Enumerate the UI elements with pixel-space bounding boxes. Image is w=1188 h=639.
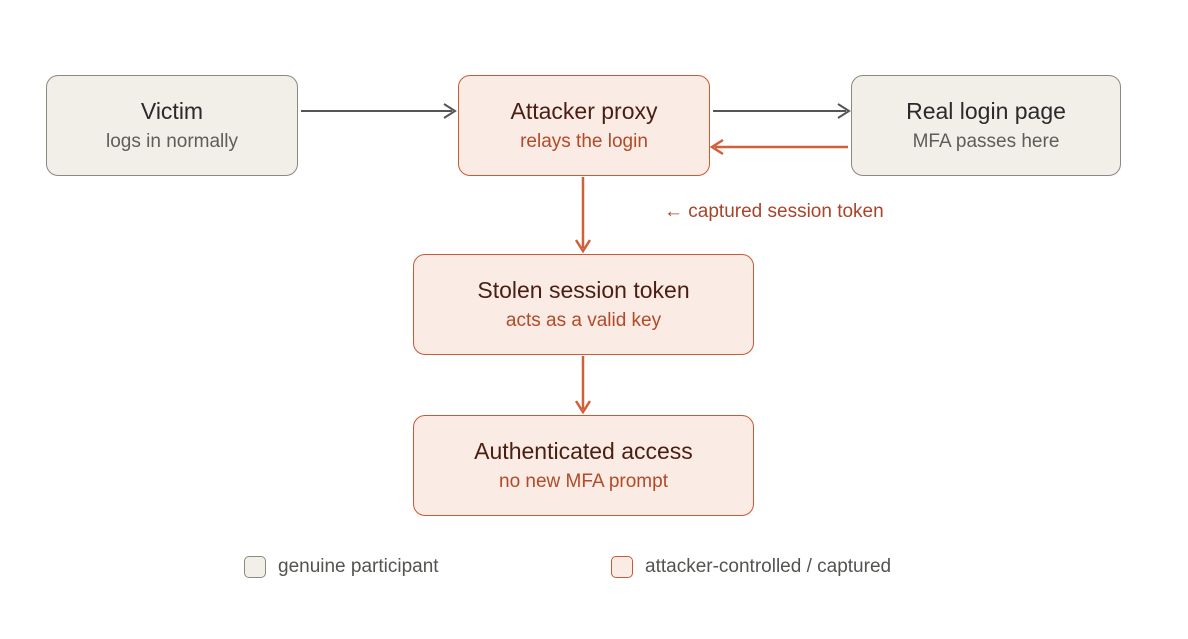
node-attacker-proxy-title: Attacker proxy: [510, 98, 658, 124]
arrow-stolen-token-to-access: [574, 356, 592, 415]
legend-label-attacker: attacker-controlled / captured: [645, 556, 892, 577]
node-stolen-session-token-subtitle: acts as a valid key: [505, 310, 662, 331]
legend-label-genuine: genuine participant: [278, 556, 439, 577]
node-authenticated-access-subtitle: no new MFA prompt: [499, 471, 668, 492]
node-real-login-page-title: Real login page: [906, 98, 1066, 124]
node-stolen-session-token-title: Stolen session token: [477, 277, 690, 303]
arrow-proxy-to-stolen-token: [574, 177, 592, 254]
node-stolen-session-token: Stolen session token acts as a valid key: [413, 254, 754, 355]
node-real-login-page-subtitle: MFA passes here: [912, 131, 1060, 152]
arrow-victim-to-proxy: [301, 103, 457, 119]
node-attacker-proxy: Attacker proxy relays the login: [458, 75, 710, 176]
legend-swatch-genuine: [244, 556, 266, 578]
node-authenticated-access-title: Authenticated access: [474, 438, 693, 464]
node-victim-subtitle: logs in normally: [106, 131, 238, 152]
arrow-proxy-to-real-login: [713, 103, 851, 119]
node-victim-title: Victim: [140, 98, 204, 124]
legend-swatch-attacker: [611, 556, 633, 578]
node-attacker-proxy-subtitle: relays the login: [520, 131, 648, 152]
arrow-real-login-to-proxy: [709, 138, 848, 156]
legend-item-attacker: attacker-controlled / captured: [611, 554, 891, 580]
node-real-login-page: Real login page MFA passes here: [851, 75, 1121, 176]
legend-item-genuine: genuine participant: [244, 554, 439, 580]
edge-label-captured-token: ← captured session token: [664, 201, 884, 222]
node-authenticated-access: Authenticated access no new MFA prompt: [413, 415, 754, 516]
node-victim: Victim logs in normally: [46, 75, 298, 176]
